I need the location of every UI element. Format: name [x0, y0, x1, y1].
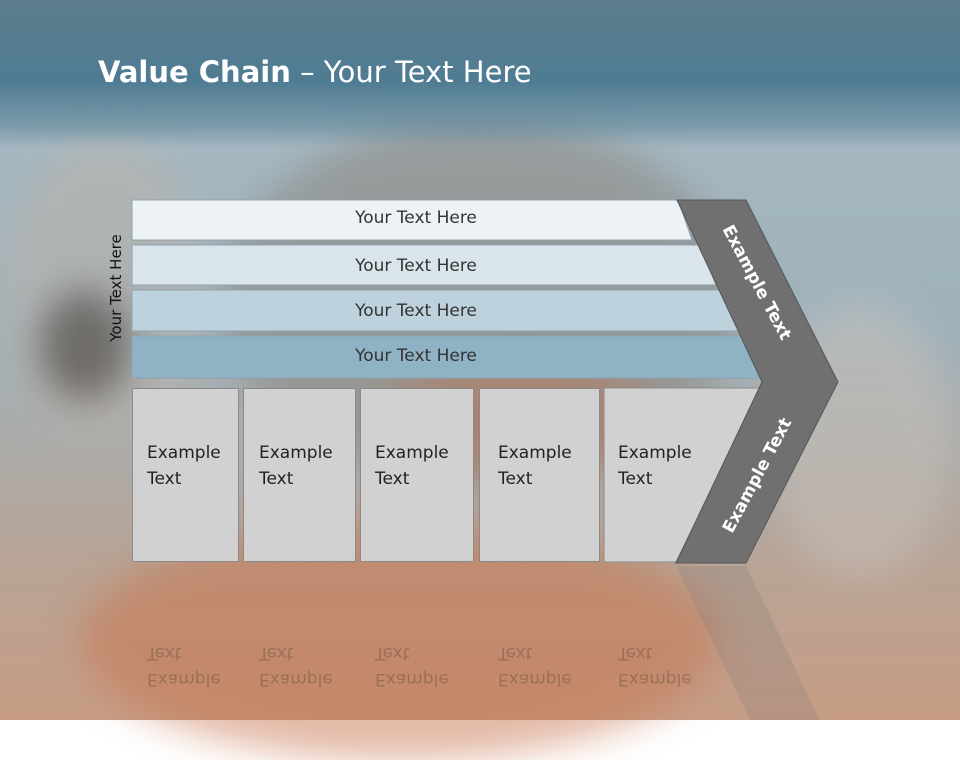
refl-4-line2: Text: [498, 643, 533, 663]
row-bar-1: [131, 199, 693, 241]
box-reflection-5: Example Text: [618, 640, 692, 692]
box-5-line1: Example: [618, 443, 692, 463]
refl-3-line2: Text: [375, 643, 410, 663]
box-2-line2: Text: [259, 469, 294, 489]
refl-5-line2: Text: [618, 643, 653, 663]
chevron-reflection: [676, 566, 820, 720]
title-bold: Value Chain: [98, 55, 291, 89]
box-1-line2: Text: [147, 469, 182, 489]
box-4-line2: Text: [498, 469, 533, 489]
refl-2-line1: Example: [259, 669, 333, 689]
box-reflection-1: Example Text: [147, 640, 221, 692]
activity-box-1: [132, 388, 239, 562]
activity-box-4: [479, 388, 600, 562]
activity-box-3: [360, 388, 474, 562]
value-chain-diagram: Example Text Example Text: [131, 199, 839, 720]
refl-5-line1: Example: [618, 669, 692, 689]
refl-4-line1: Example: [498, 669, 572, 689]
box-3-line2: Text: [375, 469, 410, 489]
row-label-1: Your Text Here: [355, 208, 477, 228]
title-rest: – Your Text Here: [290, 55, 532, 89]
box-1-line1: Example: [147, 443, 221, 463]
page-title: Value Chain – Your Text Here: [98, 55, 532, 89]
header-band: [0, 0, 960, 148]
box-reflection-3: Example Text: [375, 640, 449, 692]
row-label-3: Your Text Here: [355, 301, 477, 321]
refl-2-line2: Text: [259, 643, 294, 663]
box-4-line1: Example: [498, 443, 572, 463]
box-reflection-2: Example Text: [259, 640, 333, 692]
row-label-4: Your Text Here: [355, 346, 477, 366]
row-label-2: Your Text Here: [355, 256, 477, 276]
box-5-line2: Text: [618, 469, 653, 489]
row-bar-2: [131, 244, 717, 286]
refl-1-line1: Example: [147, 669, 221, 689]
refl-3-line1: Example: [375, 669, 449, 689]
photo-blob: [40, 290, 130, 400]
chevron-arrow: [675, 199, 839, 564]
box-reflection-4: Example Text: [498, 640, 572, 692]
box-2-line1: Example: [259, 443, 333, 463]
refl-1-line2: Text: [147, 643, 182, 663]
activity-box-2: [243, 388, 356, 562]
box-3-line1: Example: [375, 443, 449, 463]
